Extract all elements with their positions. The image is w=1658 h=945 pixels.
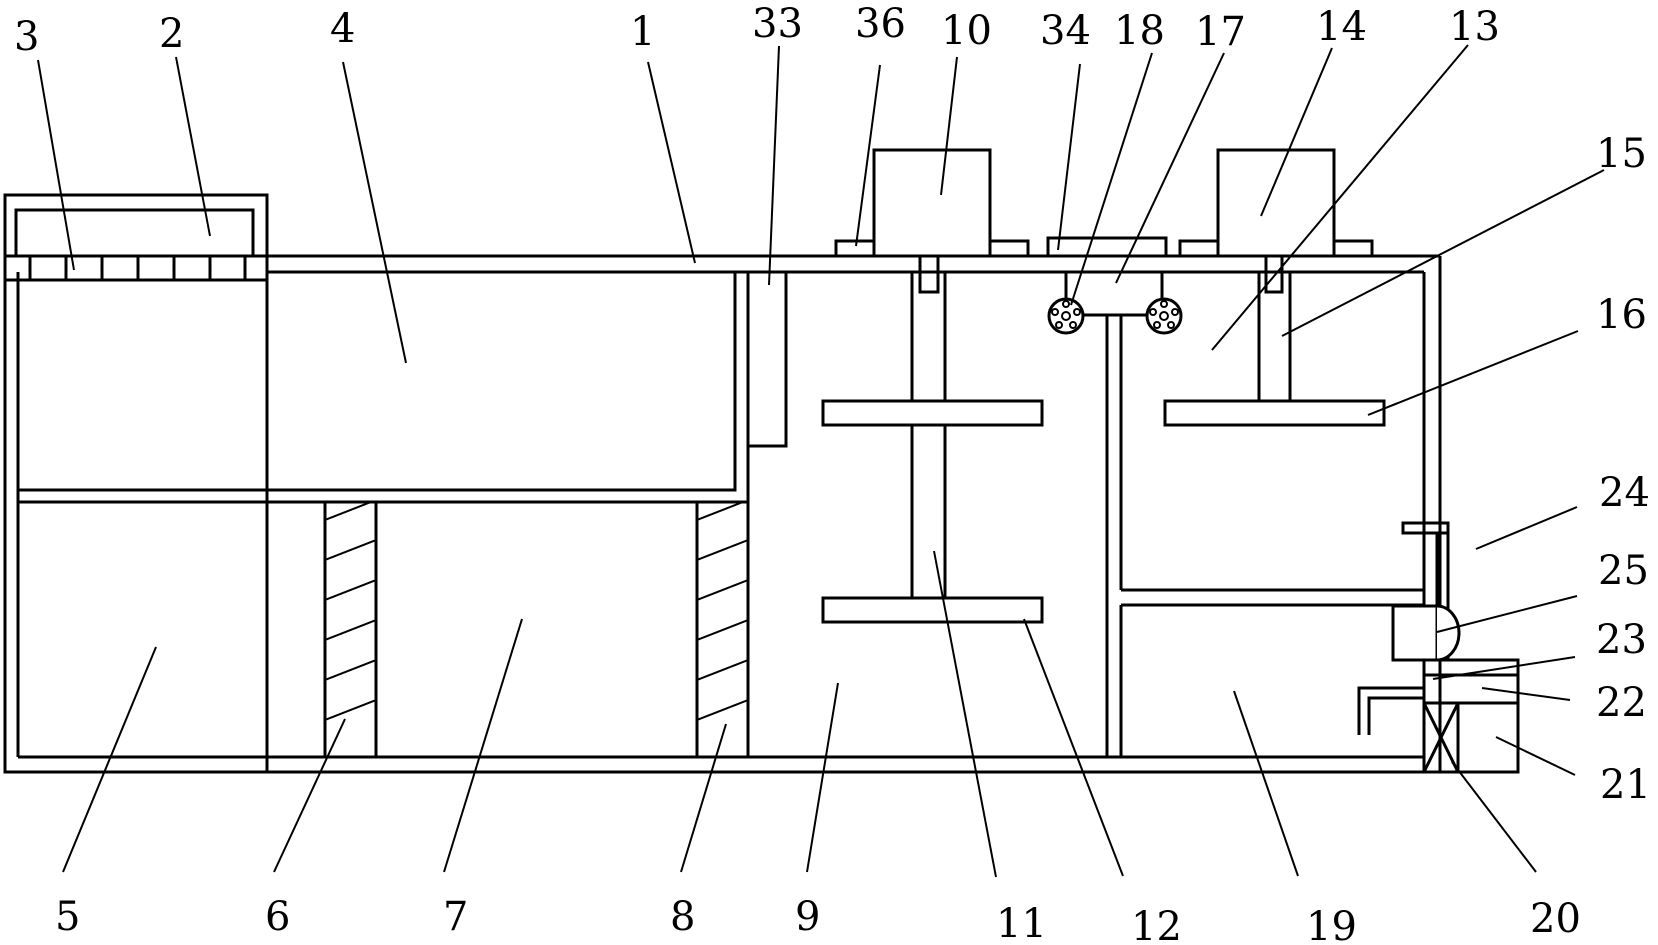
stirring-blade-12 — [821, 596, 1044, 624]
part-labels: 3 2 4 1 33 36 10 34 18 17 14 13 15 16 24… — [14, 1, 1651, 945]
label-1: 1 — [630, 9, 655, 55]
label-6: 6 — [265, 894, 290, 940]
shaft-15 — [1257, 254, 1292, 401]
motor-14 — [1178, 148, 1374, 258]
stirring-blade-16 — [1163, 399, 1386, 427]
divider-wall — [1105, 315, 1424, 757]
label-10: 10 — [941, 8, 992, 54]
label-7: 7 — [443, 894, 468, 940]
pump-25 — [1391, 604, 1461, 662]
top-cover-2 — [14, 208, 255, 258]
label-36: 36 — [855, 1, 906, 47]
cross-valve-20 — [1422, 701, 1460, 774]
filter-layer-6 — [323, 500, 378, 759]
label-3: 3 — [14, 14, 39, 60]
label-14: 14 — [1316, 4, 1367, 50]
label-15: 15 — [1596, 131, 1647, 177]
leader-lines — [37, 44, 1605, 878]
label-4: 4 — [330, 6, 355, 52]
label-17: 17 — [1195, 9, 1246, 55]
label-25: 25 — [1598, 548, 1649, 594]
label-13: 13 — [1449, 4, 1500, 50]
label-5: 5 — [55, 894, 80, 940]
label-23: 23 — [1596, 617, 1647, 663]
label-20: 20 — [1530, 896, 1581, 942]
label-21: 21 — [1600, 762, 1651, 808]
label-11: 11 — [996, 901, 1047, 945]
valve-22 — [1357, 658, 1520, 735]
upper-tank-4 — [16, 272, 750, 757]
label-24: 24 — [1599, 470, 1650, 516]
label-34: 34 — [1040, 8, 1091, 54]
label-9: 9 — [795, 894, 820, 940]
main-housing — [3, 193, 1442, 774]
filter-layer-8 — [695, 500, 750, 759]
motor-10 — [834, 148, 1030, 258]
roller-18 — [1047, 297, 1183, 335]
label-19: 19 — [1306, 904, 1357, 945]
label-12: 12 — [1131, 904, 1182, 945]
label-2: 2 — [159, 11, 184, 57]
pump-17 — [1046, 236, 1168, 317]
label-18: 18 — [1114, 8, 1165, 54]
label-22: 22 — [1596, 680, 1647, 726]
bracket-33 — [746, 272, 788, 448]
label-33: 33 — [752, 1, 803, 47]
shaft-11 — [821, 254, 1044, 598]
filter-grid-3 — [3, 254, 269, 282]
label-16: 16 — [1596, 292, 1647, 338]
label-8: 8 — [670, 894, 695, 940]
